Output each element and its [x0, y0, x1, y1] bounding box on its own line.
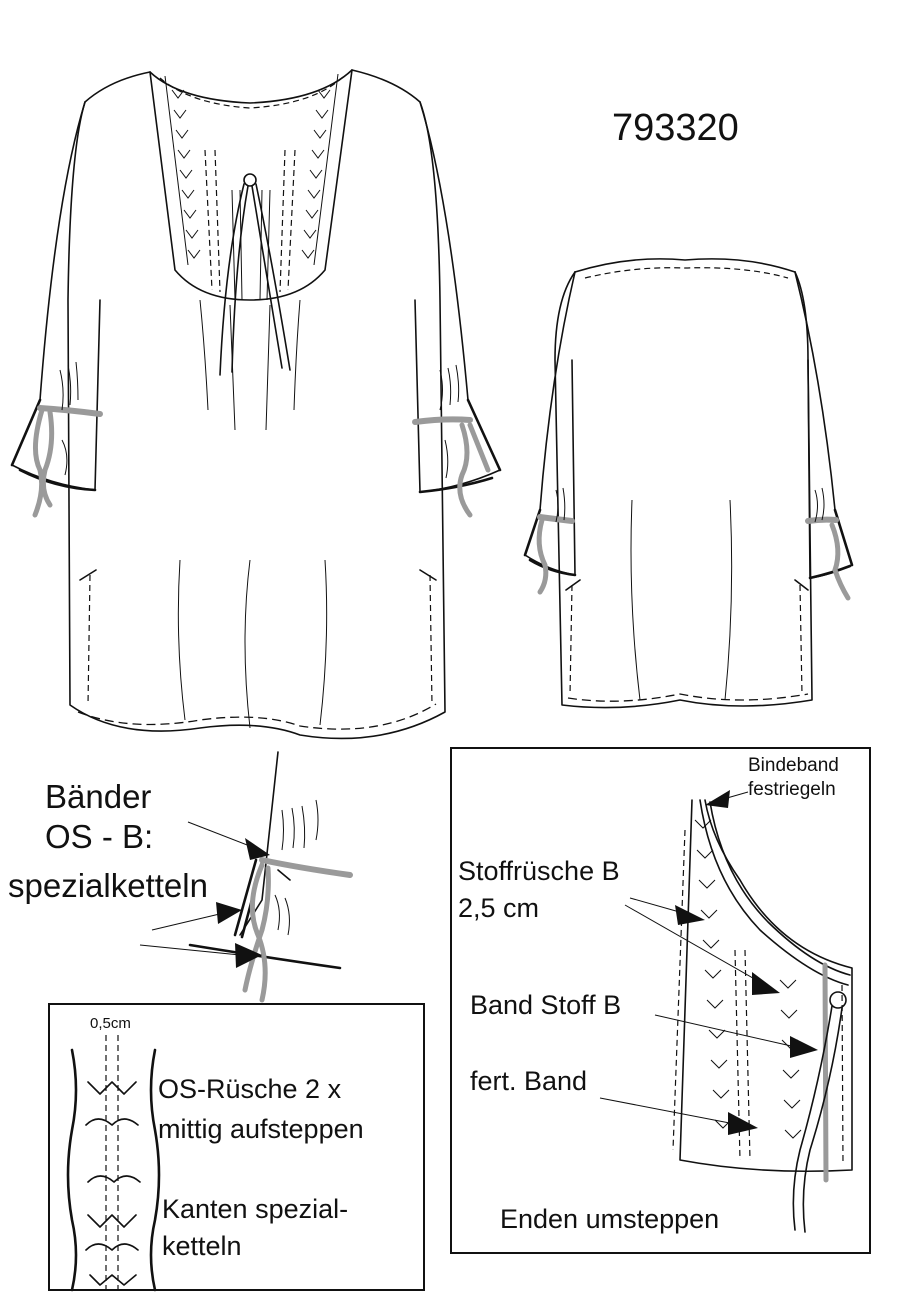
arrow-head: [216, 902, 242, 924]
arrow-head: [752, 972, 780, 995]
front-tie-strings: [219, 183, 291, 376]
cuff-detail: [139, 751, 353, 1003]
front-button: [243, 173, 257, 187]
back-view: [523, 258, 854, 709]
cuff-label-line2: OS - B:: [45, 818, 153, 855]
front-yoke: [149, 69, 353, 301]
front-view: [10, 69, 502, 740]
arrow-head: [245, 838, 270, 860]
ruffle-drawing: [66, 1035, 161, 1292]
model-number: 793320: [612, 107, 739, 149]
ruffle-note2-line2: ketteln: [162, 1231, 242, 1261]
ruffle-detail-box: [48, 1003, 425, 1291]
placket-finished-band-label: fert. Band: [470, 1066, 587, 1096]
back-right-sleeve: [794, 271, 853, 579]
back-neckline: [574, 258, 796, 273]
front-neckline: [149, 69, 353, 104]
placket-drawing: [599, 790, 853, 1233]
placket-note-top-line1: Bindeband: [748, 755, 839, 776]
ruffle-measure: 0,5cm: [90, 1015, 131, 1032]
arrow-head: [705, 790, 730, 808]
ruffle-note1-line1: OS-Rüsche 2 x: [158, 1074, 342, 1104]
cuff-label-line3: spezialketteln: [8, 867, 208, 904]
ruffle-note1-line2: mittig aufsteppen: [158, 1114, 364, 1144]
placket-button: [829, 991, 847, 1009]
placket-band-label: Band Stoff B: [470, 990, 621, 1020]
front-embroidery: [171, 89, 331, 301]
placket-ends-label: Enden umsteppen: [500, 1204, 719, 1234]
arrow-head: [790, 1036, 818, 1058]
ruffle-note2-line1: Kanten spezial-: [162, 1194, 348, 1224]
cuff-label-line1: Bänder: [45, 778, 151, 815]
arrow-head: [728, 1112, 758, 1135]
front-left-sleeve: [11, 101, 101, 491]
placket-ruffle-label-line1: Stoffrüsche B: [458, 856, 620, 886]
arrow-head: [675, 905, 705, 925]
front-body-outline: [67, 69, 446, 740]
placket-detail-box: [450, 747, 871, 1254]
arrow-head: [235, 943, 262, 968]
placket-ruffle-label-line2: 2,5 cm: [458, 893, 539, 923]
back-body-outline: [554, 271, 813, 709]
front-right-sleeve: [414, 101, 501, 493]
placket-note-top-line2: festriegeln: [748, 779, 836, 800]
